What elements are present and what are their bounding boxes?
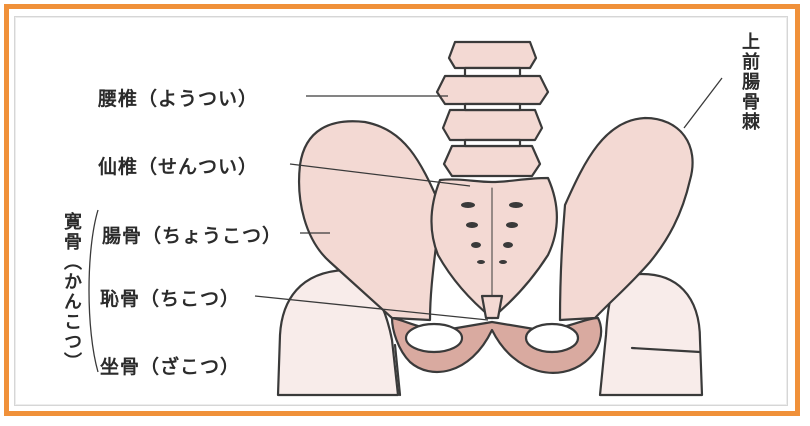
label-asis: 上前腸骨棘 (736, 32, 762, 132)
right-obturator-foramen (526, 324, 578, 352)
left-obturator-foramen (406, 324, 462, 352)
label-ischium: 坐骨（ざこつ） (100, 352, 240, 379)
label-pubis: 恥骨（ちこつ） (100, 284, 240, 311)
label-hip-bone: 寛骨（かんこつ） (58, 212, 84, 372)
coccyx (482, 296, 502, 318)
label-ilium: 腸骨（ちょうこつ） (102, 221, 282, 248)
label-lumbar: 腰椎（ようつい） (98, 84, 258, 111)
lumbar-vertebrae (437, 42, 548, 176)
label-sacrum: 仙椎（せんつい） (98, 152, 258, 179)
